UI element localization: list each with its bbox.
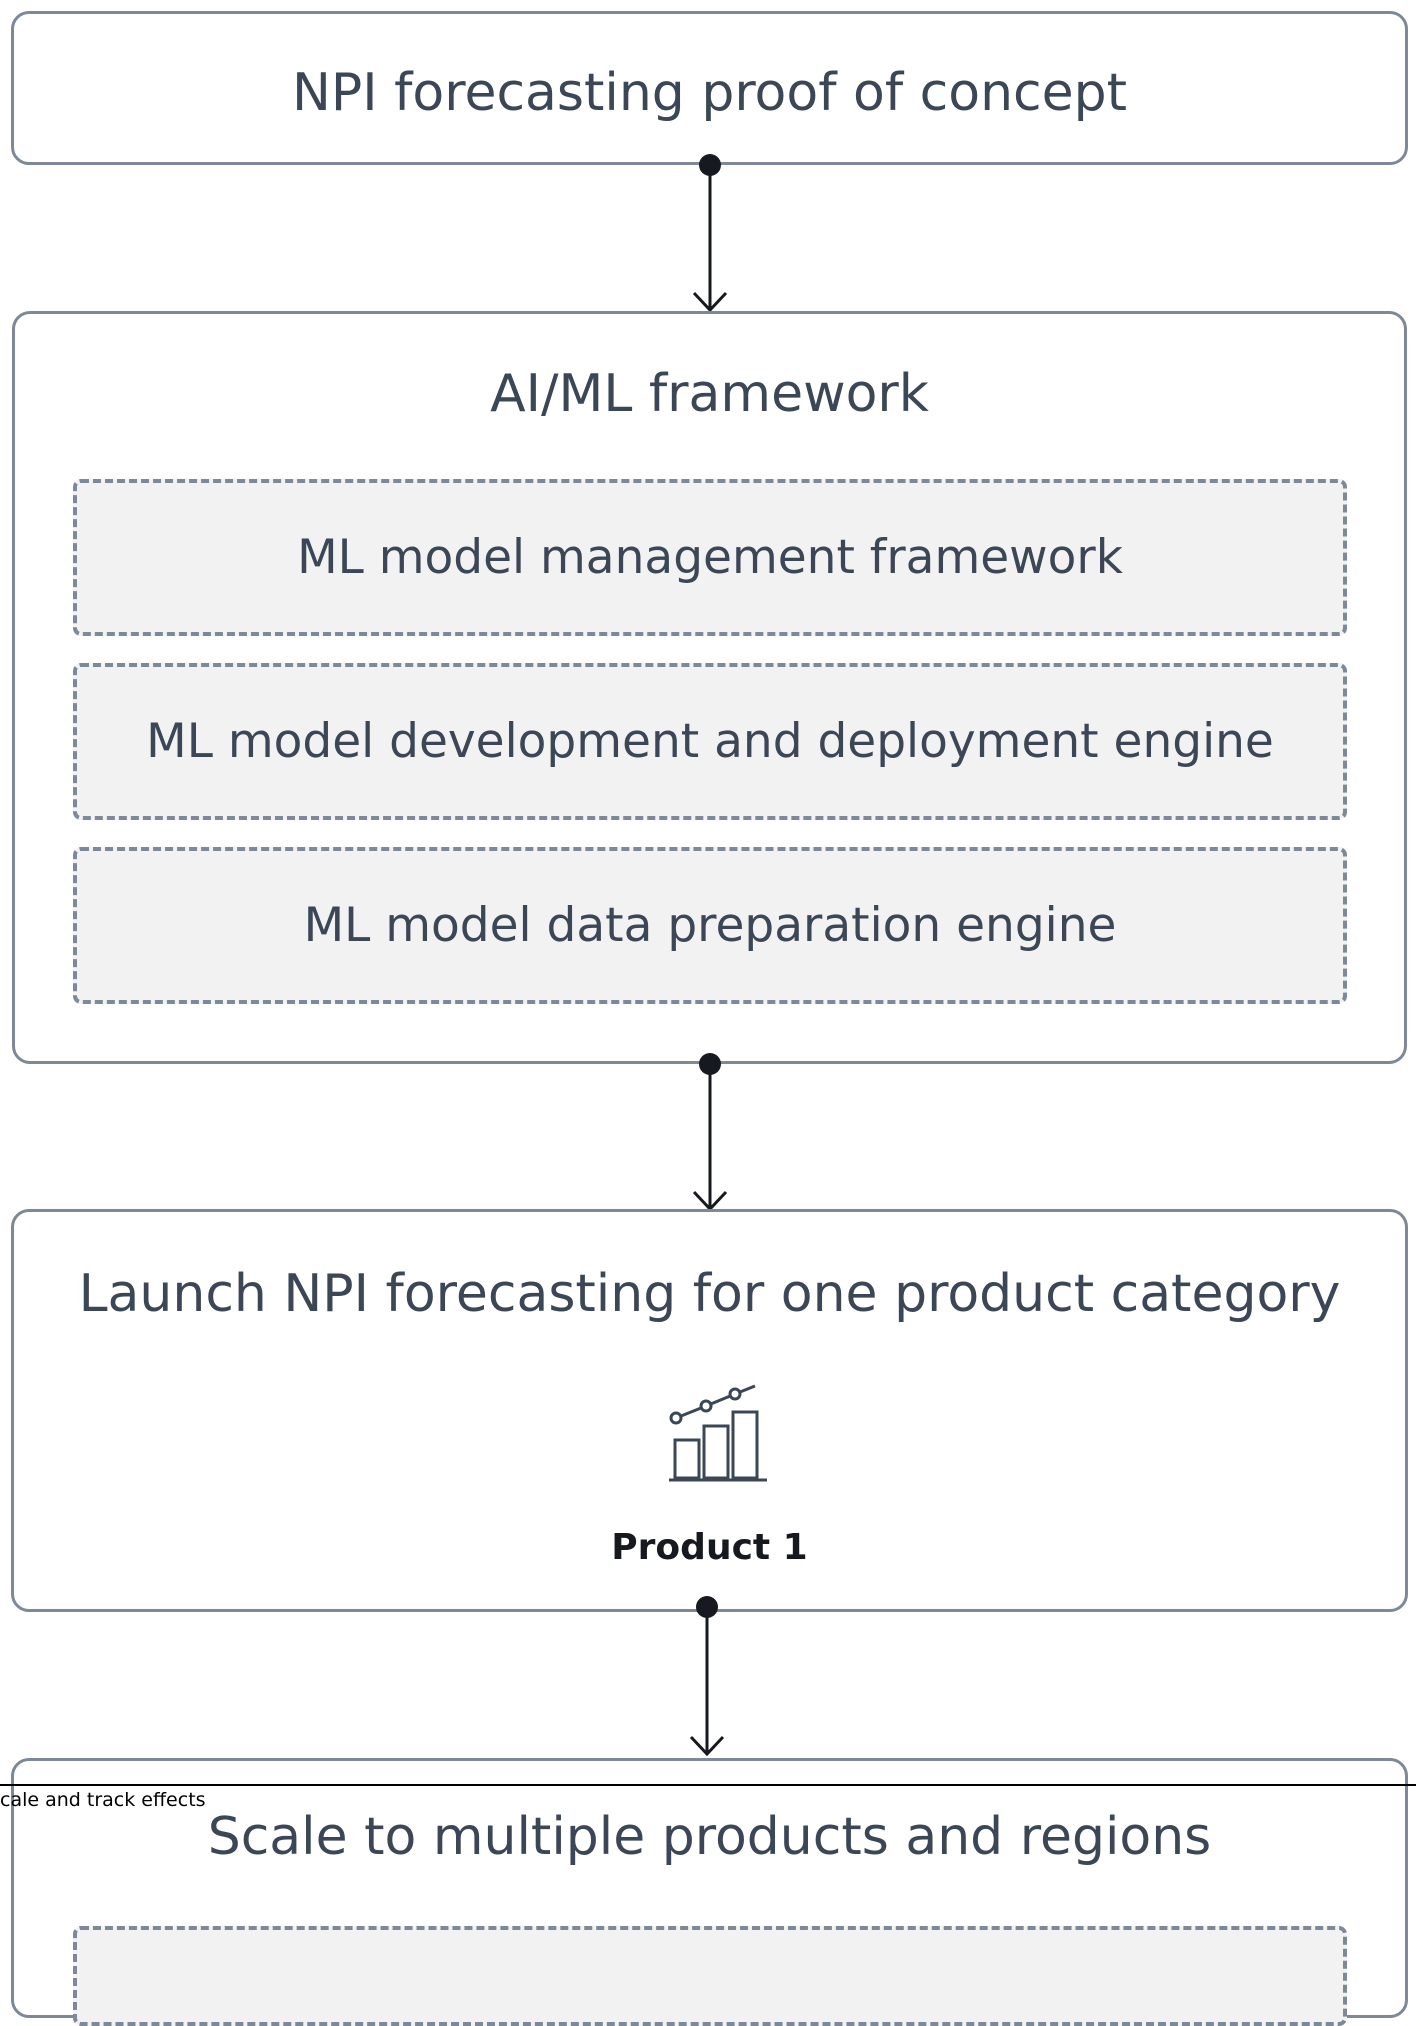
footer-caption: cale and track effects <box>0 1789 206 1811</box>
component-model-development: ML model development and deployment engi… <box>73 663 1347 820</box>
poc-title: NPI forecasting proof of concept <box>291 63 1128 123</box>
footer-divider <box>0 1784 1416 1786</box>
connector-arrow-3 <box>689 1596 725 1757</box>
framework-title: AI/ML framework <box>490 364 929 424</box>
connector-arrow-1 <box>692 154 728 313</box>
connector-arrow-2 <box>692 1053 728 1212</box>
component-model-management: ML model management framework <box>73 479 1347 636</box>
bar-chart-trend-icon <box>669 1384 767 1482</box>
launch-box: Launch NPI forecasting for one product c… <box>11 1209 1408 1612</box>
component-label: ML model data preparation engine <box>303 898 1117 953</box>
component-label: ML model development and deployment engi… <box>146 714 1274 769</box>
product-label: Product 1 <box>611 1527 808 1568</box>
component-data-preparation: ML model data preparation engine <box>73 847 1347 1004</box>
launch-title: Launch NPI forecasting for one product c… <box>78 1264 1341 1324</box>
scale-component <box>73 1926 1347 2026</box>
component-label: ML model management framework <box>297 530 1123 585</box>
poc-box: NPI forecasting proof of concept <box>11 11 1408 165</box>
scale-title: Scale to multiple products and regions <box>207 1807 1212 1867</box>
